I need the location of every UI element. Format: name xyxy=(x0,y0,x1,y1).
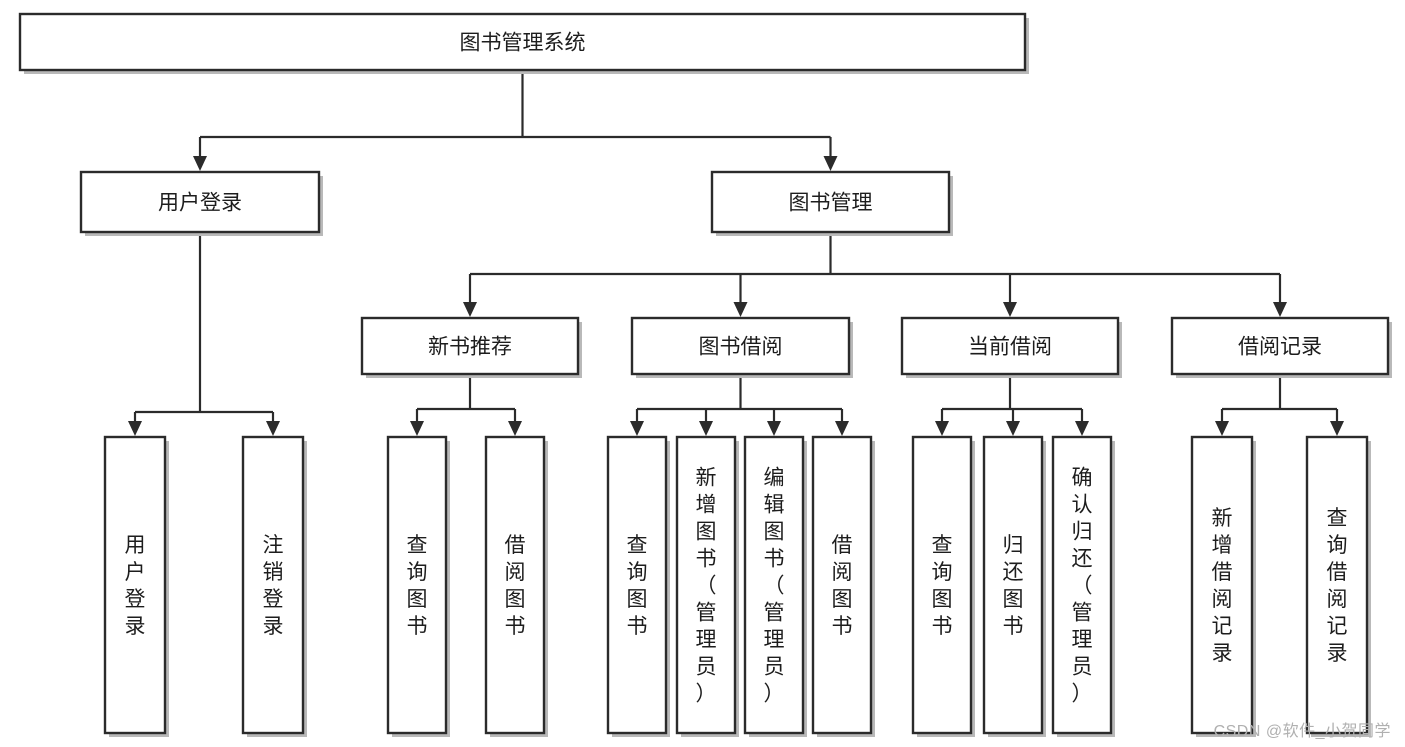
node-label: 新增借阅记录 xyxy=(1212,507,1233,665)
node-leaf-query-borrow-record[interactable]: 查询借阅记录 xyxy=(1305,435,1371,737)
node-rect[interactable] xyxy=(606,435,668,735)
node-rect[interactable] xyxy=(1170,316,1390,376)
arrow-head xyxy=(193,156,207,171)
node-borrow-record[interactable]: 借阅记录 xyxy=(1170,316,1392,378)
node-root[interactable]: 图书管理系统 xyxy=(18,12,1029,74)
node-label: 新书推荐 xyxy=(428,336,512,359)
arrow-head xyxy=(508,421,522,436)
node-layer: 图书管理系统用户登录图书管理新书推荐图书借阅当前借阅借阅记录用户登录注销登录查询… xyxy=(18,12,1392,737)
node-book-management[interactable]: 图书管理 xyxy=(710,170,953,236)
node-rect[interactable] xyxy=(911,435,973,735)
connector-layer xyxy=(128,70,1344,436)
node-leaf-borrow-books-recommend[interactable]: 借阅图书 xyxy=(484,435,548,737)
node-label: 图书借阅 xyxy=(699,336,783,359)
node-label: 查询图书 xyxy=(932,534,953,638)
node-rect[interactable] xyxy=(630,316,851,376)
arrow-head xyxy=(935,421,949,436)
arrow-head xyxy=(1075,421,1089,436)
node-label: 查询图书 xyxy=(627,534,648,638)
node-rect[interactable] xyxy=(1190,435,1254,735)
arrow-head xyxy=(410,421,424,436)
arrow-head xyxy=(733,302,748,317)
arrow-head xyxy=(823,156,838,171)
node-leaf-edit-book-admin[interactable]: 编辑图书（管理员） xyxy=(743,435,807,737)
node-label: 借阅记录 xyxy=(1238,336,1322,359)
arrow-head xyxy=(835,421,849,436)
arrow-head xyxy=(767,421,781,436)
node-label: 用户登录 xyxy=(158,192,242,215)
node-leaf-return-book[interactable]: 归还图书 xyxy=(982,435,1046,737)
arrow-head xyxy=(1273,302,1287,317)
node-rect[interactable] xyxy=(484,435,546,735)
node-rect[interactable] xyxy=(18,12,1027,72)
node-label: 归还图书 xyxy=(1003,534,1024,638)
node-rect[interactable] xyxy=(1305,435,1369,735)
node-rect[interactable] xyxy=(710,170,951,234)
arrow-head xyxy=(1006,421,1020,436)
node-current-borrow[interactable]: 当前借阅 xyxy=(900,316,1122,378)
connectors-root-to-level2 xyxy=(193,70,838,171)
node-leaf-logout-login[interactable]: 注销登录 xyxy=(241,435,307,737)
connectors-bookmgmt-to-level3 xyxy=(463,232,1287,317)
arrow-head xyxy=(699,421,713,436)
node-book-borrow[interactable]: 图书借阅 xyxy=(630,316,853,378)
arrow-head xyxy=(1330,421,1344,436)
node-label: 用户登录 xyxy=(125,534,146,638)
arrow-head xyxy=(128,421,142,436)
node-leaf-add-book-admin[interactable]: 新增图书（管理员） xyxy=(675,435,739,737)
node-label: 编辑图书（管理员） xyxy=(764,467,785,706)
node-label: 查询借阅记录 xyxy=(1327,507,1348,665)
node-label: 图书管理系统 xyxy=(460,32,586,55)
node-label: 借阅图书 xyxy=(505,534,526,638)
node-label: 图书管理 xyxy=(789,192,873,215)
arrow-head xyxy=(463,302,477,317)
arrow-head xyxy=(1215,421,1229,436)
node-label: 新增图书（管理员） xyxy=(696,467,717,706)
node-rect[interactable] xyxy=(79,170,321,234)
node-leaf-add-borrow-record[interactable]: 新增借阅记录 xyxy=(1190,435,1256,737)
connectors-user-login-to-leaves xyxy=(128,232,280,436)
node-label: 确认归还（管理员） xyxy=(1072,467,1093,706)
node-rect[interactable] xyxy=(743,435,805,735)
node-rect[interactable] xyxy=(360,316,580,376)
node-rect[interactable] xyxy=(900,316,1120,376)
node-rect[interactable] xyxy=(1051,435,1113,735)
node-rect[interactable] xyxy=(982,435,1044,735)
node-leaf-query-books-borrow[interactable]: 查询图书 xyxy=(606,435,670,737)
connectors-borrow-record-to-leaves xyxy=(1215,374,1344,436)
node-leaf-user-login[interactable]: 用户登录 xyxy=(103,435,169,737)
node-label: 查询图书 xyxy=(407,534,428,638)
node-rect[interactable] xyxy=(811,435,873,735)
node-user-login[interactable]: 用户登录 xyxy=(79,170,323,236)
arrow-head xyxy=(1003,302,1017,317)
node-label: 注销登录 xyxy=(263,534,284,638)
arrow-head xyxy=(630,421,644,436)
node-leaf-confirm-return-admin[interactable]: 确认归还（管理员） xyxy=(1051,435,1115,737)
connectors-new-book-recommend-to-leaves xyxy=(410,374,522,436)
node-new-book-recommend[interactable]: 新书推荐 xyxy=(360,316,582,378)
connectors-current-borrow-to-leaves xyxy=(935,374,1089,436)
node-rect[interactable] xyxy=(103,435,167,735)
node-rect[interactable] xyxy=(675,435,737,735)
node-label: 借阅图书 xyxy=(832,534,853,638)
node-label: 当前借阅 xyxy=(968,336,1052,359)
node-leaf-query-books-current[interactable]: 查询图书 xyxy=(911,435,975,737)
node-leaf-borrow-book[interactable]: 借阅图书 xyxy=(811,435,875,737)
node-leaf-query-books-recommend[interactable]: 查询图书 xyxy=(386,435,450,737)
node-rect[interactable] xyxy=(386,435,448,735)
connectors-book-borrow-to-leaves xyxy=(630,374,849,436)
node-rect[interactable] xyxy=(241,435,305,735)
arrow-head xyxy=(266,421,280,436)
